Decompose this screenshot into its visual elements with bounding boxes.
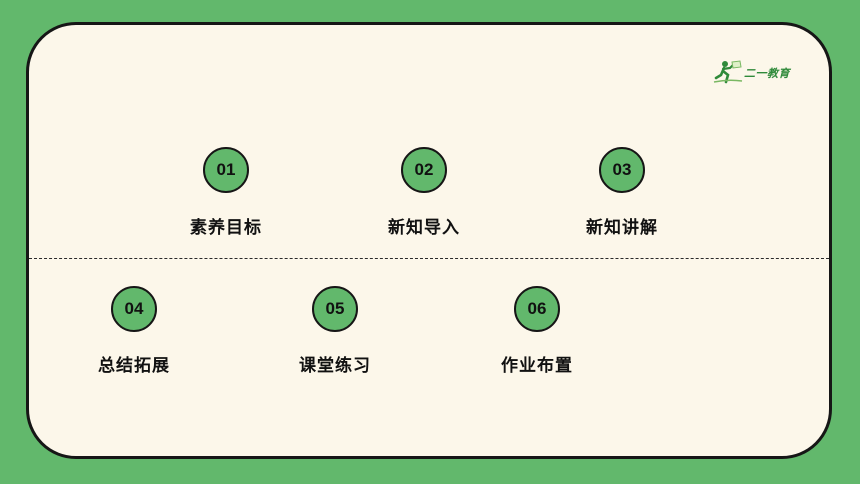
agenda-item-5[interactable]: 05 课堂练习	[265, 286, 405, 376]
agenda-number-badge[interactable]: 03	[599, 147, 645, 193]
agenda-item-label[interactable]: 素养目标	[190, 218, 262, 238]
agenda-number-badge[interactable]: 05	[312, 286, 358, 332]
content-card: 二一教育 01 素养目标 02 新知导入 03 新知讲解 04 总结拓展 05 …	[26, 22, 832, 459]
agenda-item-label[interactable]: 总结拓展	[98, 356, 170, 376]
agenda-item-label[interactable]: 作业布置	[501, 356, 573, 376]
agenda-number-badge[interactable]: 02	[401, 147, 447, 193]
agenda-item-label[interactable]: 新知导入	[388, 218, 460, 238]
agenda-item-1[interactable]: 01 素养目标	[156, 147, 296, 238]
agenda-number-badge[interactable]: 01	[203, 147, 249, 193]
agenda-item-2[interactable]: 02 新知导入	[354, 147, 494, 238]
agenda-number-badge[interactable]: 06	[514, 286, 560, 332]
runner-logo-icon	[713, 60, 743, 84]
dashed-divider	[29, 258, 829, 259]
brand-logo-text: 二一教育	[744, 67, 790, 80]
agenda-item-3[interactable]: 03 新知讲解	[552, 147, 692, 238]
brand-logo: 二一教育	[713, 60, 790, 86]
agenda-number-badge[interactable]: 04	[111, 286, 157, 332]
agenda-item-label[interactable]: 课堂练习	[299, 356, 371, 376]
agenda-item-4[interactable]: 04 总结拓展	[64, 286, 204, 376]
agenda-item-6[interactable]: 06 作业布置	[467, 286, 607, 376]
agenda-item-label[interactable]: 新知讲解	[586, 218, 658, 238]
